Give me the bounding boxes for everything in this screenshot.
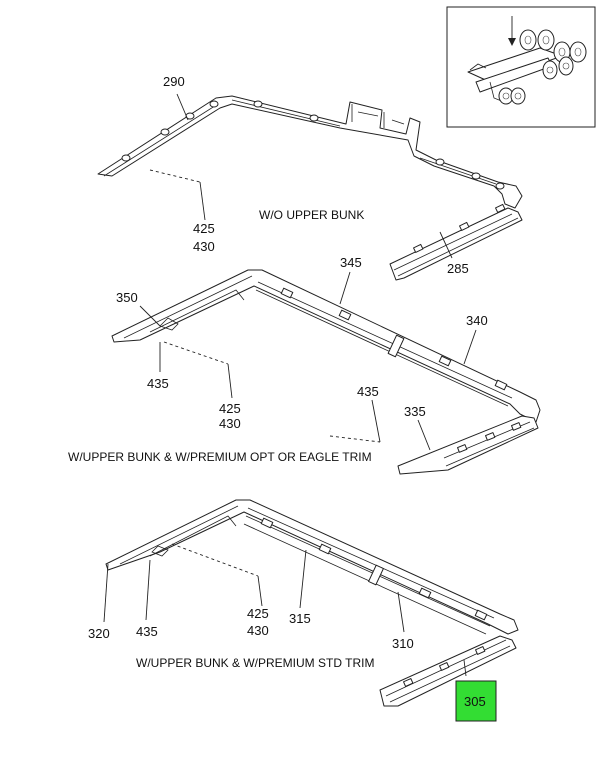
- assembly-without-upper-bunk: [97, 93, 523, 281]
- callout-435: 435: [147, 376, 169, 391]
- callout-430: 430: [193, 239, 215, 254]
- truck-chassis-icon: [467, 16, 587, 105]
- frame-315-part: [105, 499, 519, 635]
- callout-425: 425: [219, 401, 241, 416]
- assembly-premium-std: [103, 499, 519, 707]
- callout-435: 435: [136, 624, 158, 639]
- trim-285-part: [389, 207, 523, 281]
- callout-430: 430: [219, 416, 241, 431]
- callout-340: 340: [466, 313, 488, 328]
- group-captions: W/O UPPER BUNK W/UPPER BUNK & W/PREMIUM …: [68, 208, 374, 670]
- inset-panel: [446, 6, 596, 128]
- highlight-305-box: [455, 680, 497, 722]
- assembly-premium-opt-eagle: [111, 269, 541, 475]
- callout-350: 350: [116, 290, 138, 305]
- callout-430: 430: [247, 623, 269, 638]
- caption-premium-std: W/UPPER BUNK & W/PREMIUM STD TRIM: [136, 656, 374, 670]
- callout-345: 345: [340, 255, 362, 270]
- callout-335: 335: [404, 404, 426, 419]
- callout-320: 320: [88, 626, 110, 641]
- caption-without-upper-bunk: W/O UPPER BUNK: [259, 208, 364, 222]
- trim-305-part: [379, 635, 517, 707]
- trim-335-part: [397, 415, 539, 475]
- callout-290: 290: [163, 74, 185, 89]
- trim-290-part: [97, 95, 523, 209]
- callout-425: 425: [247, 606, 269, 621]
- callout-285: 285: [447, 261, 469, 276]
- callout-labels: 290 425 430 285 345 350 340 435 425 430 …: [88, 74, 488, 709]
- callout-315: 315: [289, 611, 311, 626]
- callout-305: 305: [464, 694, 486, 709]
- caption-premium-opt-eagle: W/UPPER BUNK & W/PREMIUM OPT OR EAGLE TR…: [68, 450, 372, 464]
- callout-310: 310: [392, 636, 414, 651]
- callout-435: 435: [357, 384, 379, 399]
- callout-425: 425: [193, 221, 215, 236]
